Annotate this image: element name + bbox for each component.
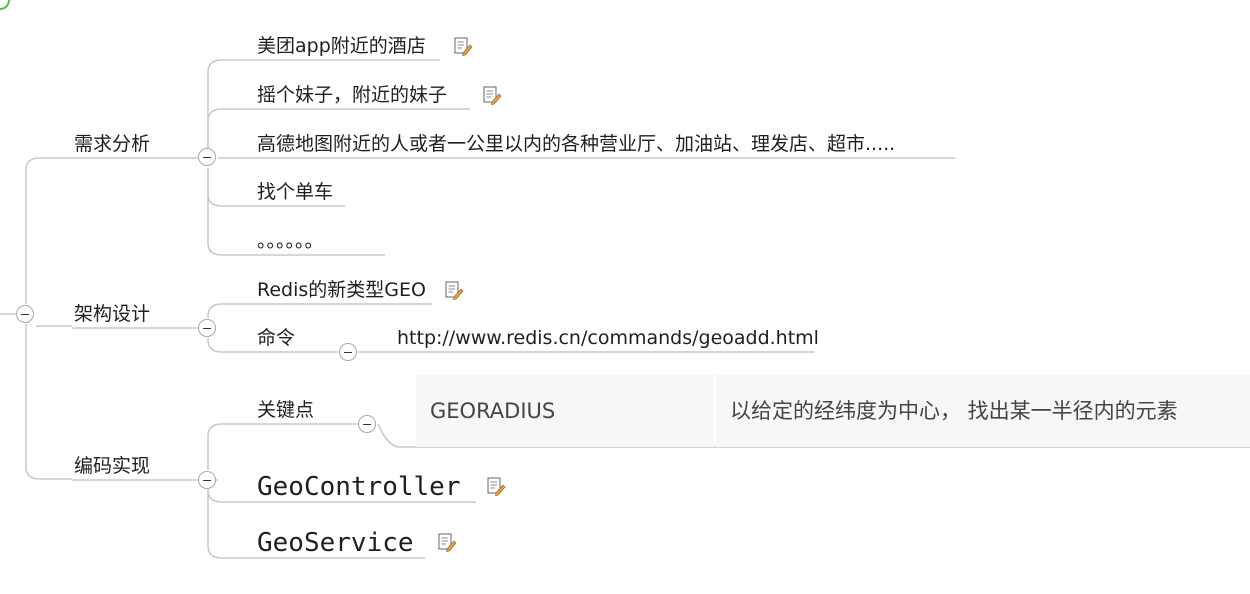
branch-coding[interactable]: 编码实现 xyxy=(74,455,151,477)
table-cell-description: 以给定的经纬度为中心， 找出某一半径内的元素 xyxy=(716,375,1250,447)
node-redis-geo[interactable]: Redis的新类型GEO xyxy=(257,279,426,301)
root-collapse-toggle[interactable] xyxy=(16,305,34,323)
branch-requirement-analysis[interactable]: 需求分析 xyxy=(74,133,151,155)
note-edit-icon[interactable] xyxy=(437,532,457,552)
note-edit-icon[interactable] xyxy=(482,85,502,105)
branch-requirement-analysis-toggle[interactable] xyxy=(198,148,216,166)
table-cell-command: GEORADIUS xyxy=(416,375,714,447)
branch-coding-toggle[interactable] xyxy=(198,471,216,489)
branch-architecture-design-toggle[interactable] xyxy=(198,319,216,337)
note-edit-icon[interactable] xyxy=(453,36,473,56)
node-geoadd-link[interactable]: http://www.redis.cn/commands/geoadd.html xyxy=(397,327,819,349)
node-ellipsis[interactable]: 。。。。。。 xyxy=(257,230,324,252)
node-key-points-toggle[interactable] xyxy=(358,415,376,433)
node-key-points[interactable]: 关键点 xyxy=(257,399,315,421)
node-meituan-hotels[interactable]: 美团app附近的酒店 xyxy=(257,35,426,57)
node-command[interactable]: 命令 xyxy=(257,327,296,349)
node-amap-nearby[interactable]: 高德地图附近的人或者一公里以内的各种营业厅、加油站、理发店、超市..... xyxy=(257,133,896,155)
branch-architecture-design[interactable]: 架构设计 xyxy=(74,303,151,325)
node-geo-service[interactable]: GeoService xyxy=(257,528,414,558)
node-find-bike[interactable]: 找个单车 xyxy=(257,181,334,203)
node-geo-controller[interactable]: GeoController xyxy=(257,472,461,502)
note-edit-icon[interactable] xyxy=(486,476,506,496)
node-nearby-girls[interactable]: 摇个妹子，附近的妹子 xyxy=(257,84,448,106)
note-edit-icon[interactable] xyxy=(444,280,464,300)
node-command-toggle[interactable] xyxy=(339,343,357,361)
